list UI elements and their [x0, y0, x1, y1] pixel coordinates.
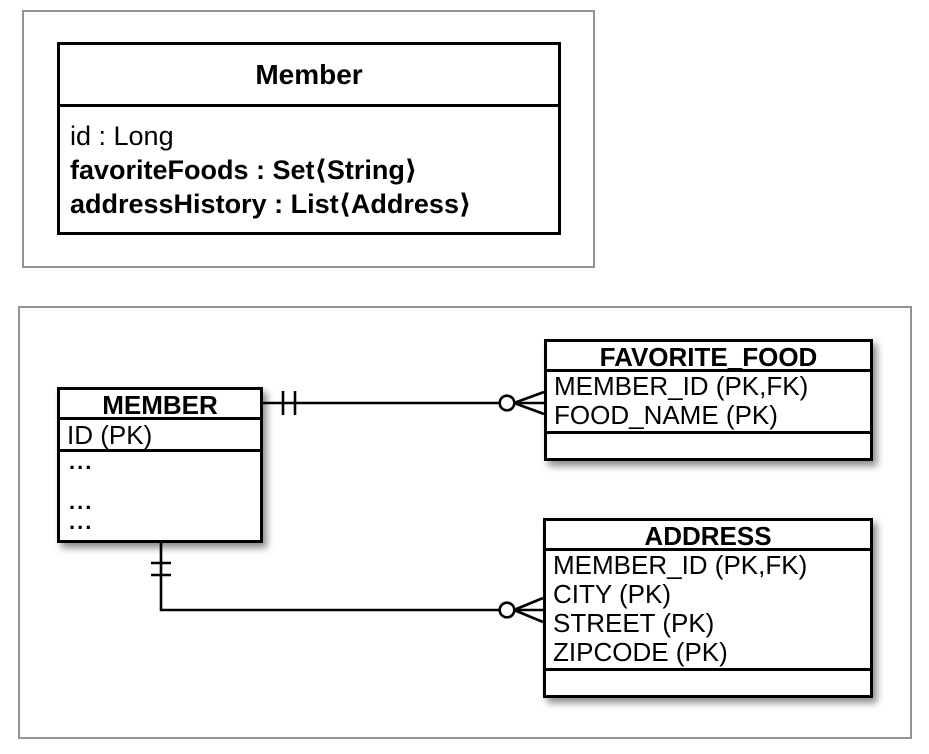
- er-table-member: MEMBER ID (PK) ... ... ...: [57, 387, 263, 543]
- er-table-title: ADDRESS: [546, 521, 870, 551]
- er-table-title: MEMBER: [60, 390, 260, 420]
- er-table-address: ADDRESS MEMBER_ID (PK,FK) CITY (PK) STRE…: [543, 518, 873, 698]
- er-table-title: FAVORITE_FOOD: [547, 342, 870, 372]
- er-table-row: FOOD_NAME (PK): [554, 400, 778, 430]
- er-table-placeholder-row: ...: [69, 449, 94, 474]
- er-table-empty-section: [547, 431, 870, 458]
- uml-class-diagram-panel: Member id : Long favoriteFoods : Set⟨Str…: [22, 10, 595, 268]
- er-table-rows: MEMBER_ID (PK,FK) FOOD_NAME (PK): [547, 372, 870, 431]
- er-table-empty-section: [546, 668, 870, 695]
- crow-foot-many-marker: [513, 390, 545, 405]
- uml-attribute-list: id : Long favoriteFoods : Set⟨String⟩ ad…: [60, 107, 558, 221]
- er-table-rows: MEMBER_ID (PK,FK) CITY (PK) STREET (PK) …: [546, 551, 870, 668]
- er-table-row: ID (PK): [60, 420, 260, 452]
- er-table-placeholder-row: [69, 474, 260, 494]
- relationship-lines: [151, 390, 545, 624]
- uml-attribute: favoriteFoods : Set⟨String⟩: [70, 155, 418, 185]
- er-table-placeholder-row: ...: [69, 489, 94, 514]
- er-table-placeholder-rows: ... ... ...: [60, 449, 260, 540]
- er-table-row: MEMBER_ID (PK,FK): [553, 550, 808, 580]
- er-table-row: CITY (PK): [553, 579, 671, 609]
- crow-foot-many-marker: [513, 401, 545, 416]
- relationship-line: [159, 543, 543, 612]
- uml-class-member: Member id : Long favoriteFoods : Set⟨Str…: [57, 42, 561, 235]
- relationship-member-favorite-food: [263, 390, 545, 416]
- er-table-row: ZIPCODE (PK): [553, 637, 728, 667]
- uml-class-title: Member: [60, 45, 558, 107]
- uml-attribute: addressHistory : List⟨Address⟩: [70, 189, 472, 219]
- relationship-member-address: [151, 543, 544, 624]
- er-table-row: MEMBER_ID (PK,FK): [554, 371, 809, 401]
- crow-foot-many-marker: [513, 596, 544, 612]
- uml-attribute: id : Long: [70, 121, 174, 151]
- zero-marker: [498, 601, 516, 619]
- crow-foot-many-marker: [513, 608, 544, 624]
- er-table-favorite-food: FAVORITE_FOOD MEMBER_ID (PK,FK) FOOD_NAM…: [544, 339, 873, 461]
- er-table-row: STREET (PK): [553, 608, 715, 638]
- er-table-placeholder-row: ...: [69, 509, 94, 534]
- er-diagram-panel: MEMBER ID (PK) ... ... ... FAVORITE_FOOD: [18, 306, 912, 739]
- zero-marker: [498, 394, 516, 412]
